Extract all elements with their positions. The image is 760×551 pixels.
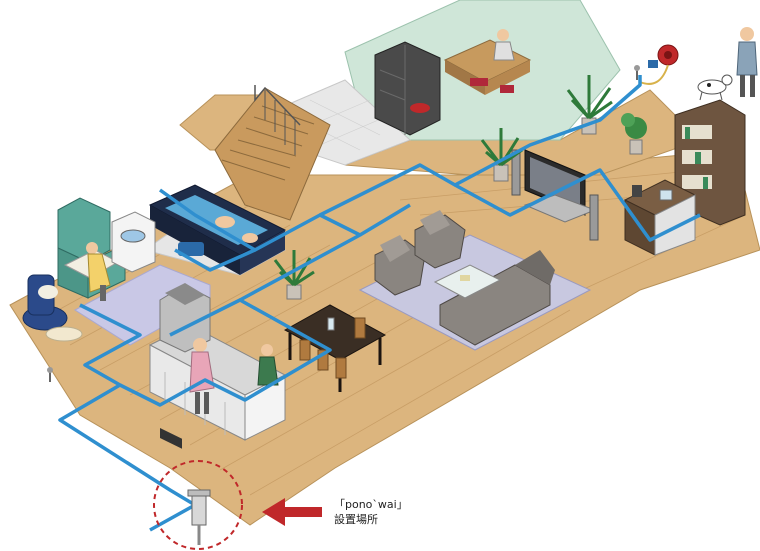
installation-location-marker [153,460,243,550]
water-pipes [58,75,701,532]
toilet-mat [45,326,83,342]
staircase [214,85,331,221]
callout-location-label: 設置場所 [334,513,378,526]
television [511,149,599,241]
faucet-left [47,367,53,382]
garden-hose-reel [639,44,679,85]
callout-arrow [262,498,322,526]
potted-plant-desk [621,113,647,155]
washing-machine [111,211,156,273]
bookshelf [674,99,746,226]
ponowai-unit [187,489,211,545]
washroom-floor [74,264,211,346]
bathtub [148,184,287,275]
person-outdoor [736,27,758,97]
toilet [22,274,68,331]
faucet-right [634,65,640,80]
bath-stool [178,242,204,256]
person-at-counter [257,344,279,386]
person-at-washbasin [86,242,111,301]
potted-plant-tv [480,128,523,182]
dog [697,74,733,101]
person-seated-tatami [493,29,515,61]
installation-location-callout: 「pono`wai」 設置場所 [334,497,408,527]
potted-plant-hall [273,250,315,300]
tall-cabinet [374,41,441,136]
callout-product-name: 「pono`wai」 [334,498,408,511]
dining-table [283,304,387,392]
sofa-set [374,210,555,346]
